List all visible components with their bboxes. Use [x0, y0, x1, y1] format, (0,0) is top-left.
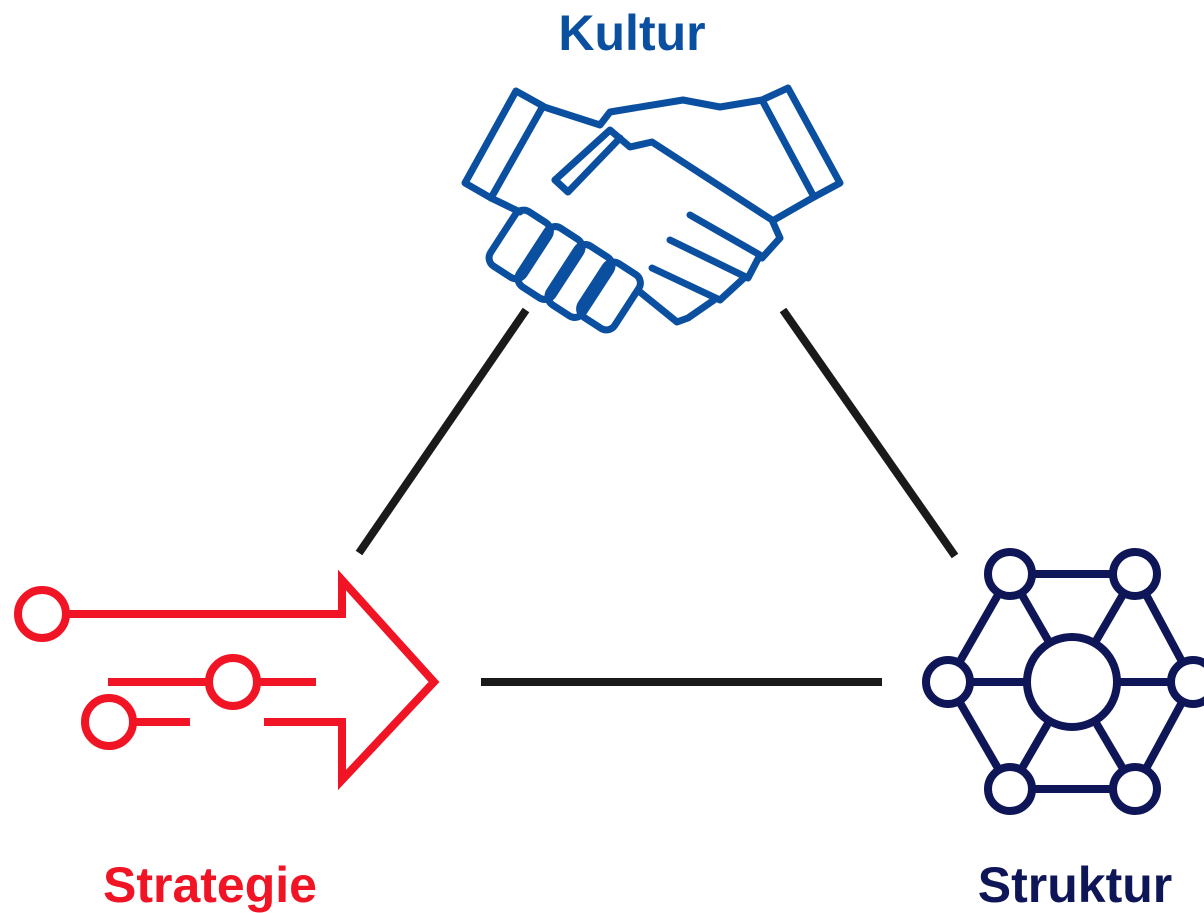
kultur-label: Kultur [558, 5, 706, 61]
edge-kultur-strategie [355, 307, 530, 556]
handshake-icon [461, 84, 844, 334]
hexagon-network-icon [922, 548, 1204, 815]
struktur-label: Struktur [977, 857, 1173, 913]
strategie-label: Strategie [103, 857, 317, 913]
arrow-nodes-icon [14, 569, 440, 791]
connector-lines [355, 307, 959, 686]
edge-kultur-struktur [779, 307, 959, 559]
